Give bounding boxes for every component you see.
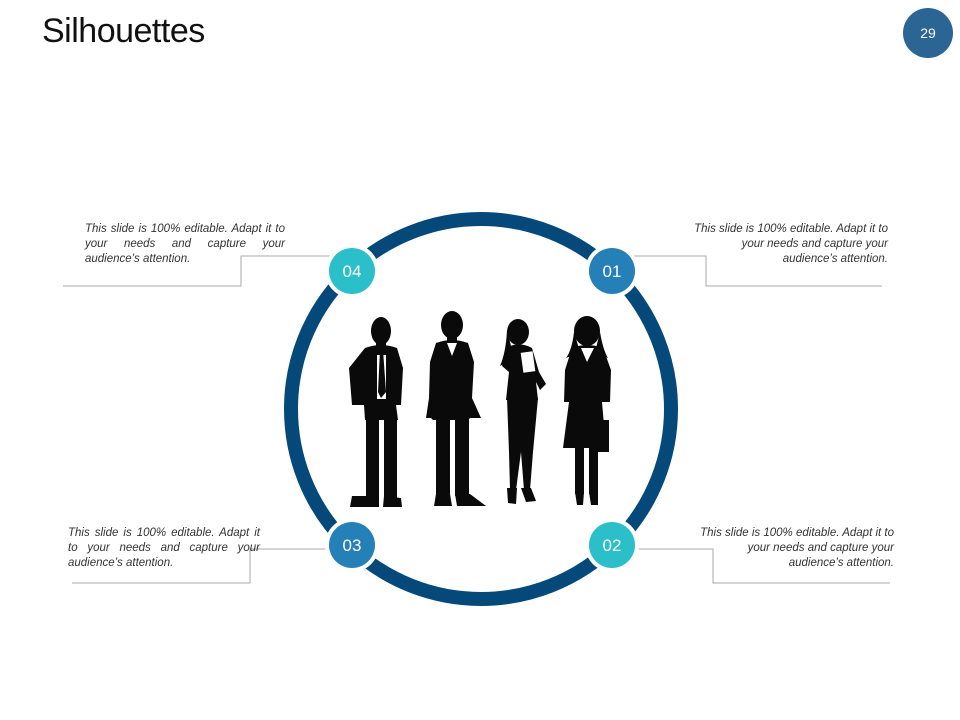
badge-label: 03	[343, 536, 362, 555]
businessman-silhouette-icon	[426, 311, 486, 506]
badge-label: 04	[343, 262, 362, 281]
page-number-badge: 29	[903, 8, 953, 58]
businessman-silhouette-icon	[349, 317, 403, 507]
badge-03: 03	[325, 518, 379, 572]
connector-line-04	[63, 255, 331, 287]
connector-line-01	[632, 255, 882, 287]
businesswoman-silhouette-icon	[500, 319, 546, 504]
note-top-right: This slide is 100% editable. Adapt it to…	[694, 223, 888, 265]
badge-01: 01	[585, 244, 639, 298]
slide-title: Silhouettes	[42, 12, 205, 50]
badge-04: 04	[325, 244, 379, 298]
note-bottom-left: This slide is 100% editable. Adapt it to…	[68, 527, 260, 569]
badge-label: 01	[603, 262, 622, 281]
badge-label: 02	[603, 536, 622, 555]
connector-line-02	[632, 548, 890, 584]
note-top-left: This slide is 100% editable. Adapt it to…	[85, 223, 285, 265]
ring	[284, 212, 678, 606]
connector-line-03	[72, 548, 331, 584]
badge-02: 02	[585, 518, 639, 572]
businesswoman-silhouette-icon	[563, 316, 611, 505]
note-bottom-right: This slide is 100% editable. Adapt it to…	[700, 527, 894, 569]
